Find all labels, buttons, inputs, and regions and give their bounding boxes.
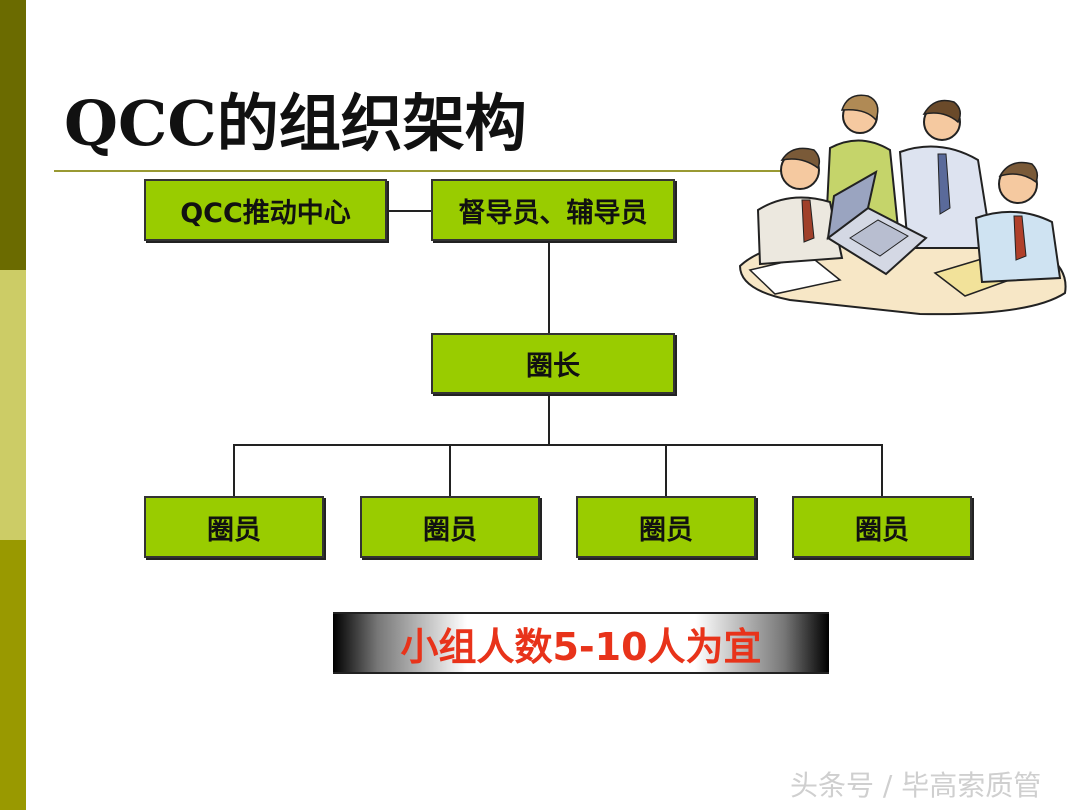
connector-member-1 [233, 444, 235, 496]
connector-member-2 [449, 444, 451, 496]
member-box-1: 圈员 [144, 496, 324, 558]
member-box-4: 圈员 [792, 496, 972, 558]
member-box-3: 圈员 [576, 496, 756, 558]
promotion-center-box: QCC推动中心 [144, 179, 387, 241]
supervisors-box: 督导员、辅导员 [431, 179, 675, 241]
connector-members-bus [233, 444, 883, 446]
title-underline [54, 170, 784, 172]
watermark: 头条号 / 毕高索质管 [790, 769, 1042, 802]
connector-center-to-supervisors [387, 210, 432, 212]
team-size-note: 小组人数5-10人为宜 [333, 612, 829, 674]
connector-leader-stem [548, 393, 550, 445]
sidebar-band-top [0, 0, 26, 270]
connector-member-4 [881, 444, 883, 496]
connector-member-3 [665, 444, 667, 496]
business-team-meeting-clipart [738, 94, 1067, 316]
slide-title: QCC的组织架构 [64, 87, 527, 160]
member-box-2: 圈员 [360, 496, 540, 558]
sidebar-band-bottom [0, 540, 26, 810]
sidebar-band-middle [0, 270, 26, 540]
circle-leader-box: 圈长 [431, 333, 675, 394]
connector-supervisors-to-leader [548, 241, 550, 334]
